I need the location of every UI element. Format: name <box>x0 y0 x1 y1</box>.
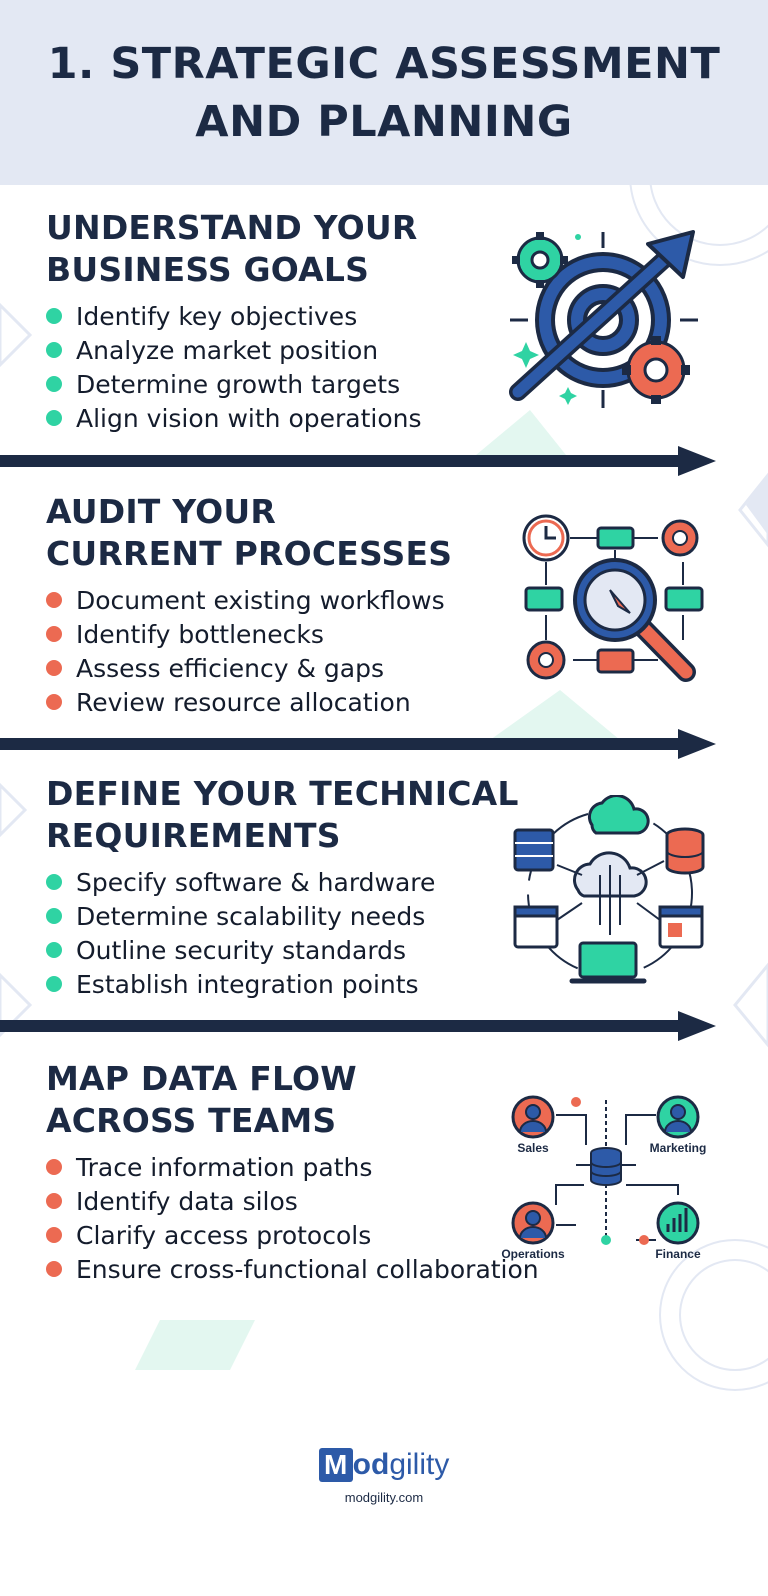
cloud-infrastructure-icon <box>513 795 705 984</box>
bullet-list: Identify key objectives Analyze market p… <box>46 299 746 435</box>
footer-url[interactable]: modgility.com <box>344 1490 424 1505</box>
list-item: Identify data silos <box>46 1184 746 1218</box>
target-growth-icon <box>509 230 698 408</box>
logo-text: gility <box>389 1448 450 1481</box>
bullet-dot-icon <box>46 874 62 890</box>
team-label-marketing: Marketing <box>650 1141 707 1155</box>
list-item: Trace information paths <box>46 1150 746 1184</box>
section-data-flow: MAP DATA FLOW ACROSS TEAMS Trace informa… <box>46 1058 746 1286</box>
list-item: Review resource allocation <box>46 685 746 719</box>
section-divider-arrow <box>0 1011 716 1041</box>
bullet-list: Trace information paths Identify data si… <box>46 1150 746 1286</box>
bullet-dot-icon <box>46 976 62 992</box>
bullet-list: Document existing workflows Identify bot… <box>46 583 746 719</box>
bullet-dot-icon <box>46 1261 62 1277</box>
section-title: AUDIT YOUR CURRENT PROCESSES <box>46 492 453 573</box>
bullet-dot-icon <box>46 308 62 324</box>
bullet-list: Specify software & hardware Determine sc… <box>46 865 746 1001</box>
header-banner: 1. STRATEGIC ASSESSMENT AND PLANNING <box>0 0 768 185</box>
bullet-dot-icon <box>46 908 62 924</box>
list-item: Outline security standards <box>46 933 746 967</box>
team-label-operations: Operations <box>501 1247 565 1261</box>
list-item: Determine growth targets <box>46 367 746 401</box>
list-item: Ensure cross-functional collaboration <box>46 1252 746 1286</box>
page-title-line-2: AND PLANNING <box>195 96 573 147</box>
list-item: Determine scalability needs <box>46 899 746 933</box>
bullet-dot-icon <box>46 342 62 358</box>
section-technical-requirements: DEFINE YOUR TECHNICAL REQUIREMENTS Speci… <box>46 773 746 1001</box>
section-title: DEFINE YOUR TECHNICAL REQUIREMENTS <box>46 774 519 855</box>
section-title: MAP DATA FLOW ACROSS TEAMS <box>46 1059 357 1140</box>
bullet-dot-icon <box>46 1159 62 1175</box>
logo-text-bold: od <box>352 1448 390 1481</box>
bullet-dot-icon <box>46 1193 62 1209</box>
team-label-sales: Sales <box>517 1141 549 1155</box>
section-current-processes: AUDIT YOUR CURRENT PROCESSES Document ex… <box>46 491 746 719</box>
section-divider-arrow <box>0 446 716 476</box>
list-item: Specify software & hardware <box>46 865 746 899</box>
bullet-dot-icon <box>46 660 62 676</box>
bullet-dot-icon <box>46 626 62 642</box>
bullet-dot-icon <box>46 376 62 392</box>
bullet-dot-icon <box>46 1227 62 1243</box>
list-item: Align vision with operations <box>46 401 746 435</box>
list-item: Clarify access protocols <box>46 1218 746 1252</box>
list-item: Identify bottlenecks <box>46 617 746 651</box>
process-audit-icon <box>522 514 704 682</box>
team-label-finance: Finance <box>655 1247 701 1261</box>
bullet-dot-icon <box>46 592 62 608</box>
list-item: Document existing workflows <box>46 583 746 617</box>
team-data-flow-icon: Sales Marketing Operations Finance <box>501 1095 707 1261</box>
section-title: UNDERSTAND YOUR BUSINESS GOALS <box>46 208 418 289</box>
bullet-dot-icon <box>46 942 62 958</box>
list-item: Identify key objectives <box>46 299 746 333</box>
list-item: Analyze market position <box>46 333 746 367</box>
list-item: Assess efficiency & gaps <box>46 651 746 685</box>
page-title-line-1: 1. STRATEGIC ASSESSMENT <box>47 38 721 89</box>
section-divider-arrow <box>0 729 716 759</box>
bullet-dot-icon <box>46 410 62 426</box>
bullet-dot-icon <box>46 694 62 710</box>
logo-m-mark: M <box>318 1448 353 1482</box>
list-item: Establish integration points <box>46 967 746 1001</box>
section-business-goals: UNDERSTAND YOUR BUSINESS GOALS Identify … <box>46 207 746 435</box>
